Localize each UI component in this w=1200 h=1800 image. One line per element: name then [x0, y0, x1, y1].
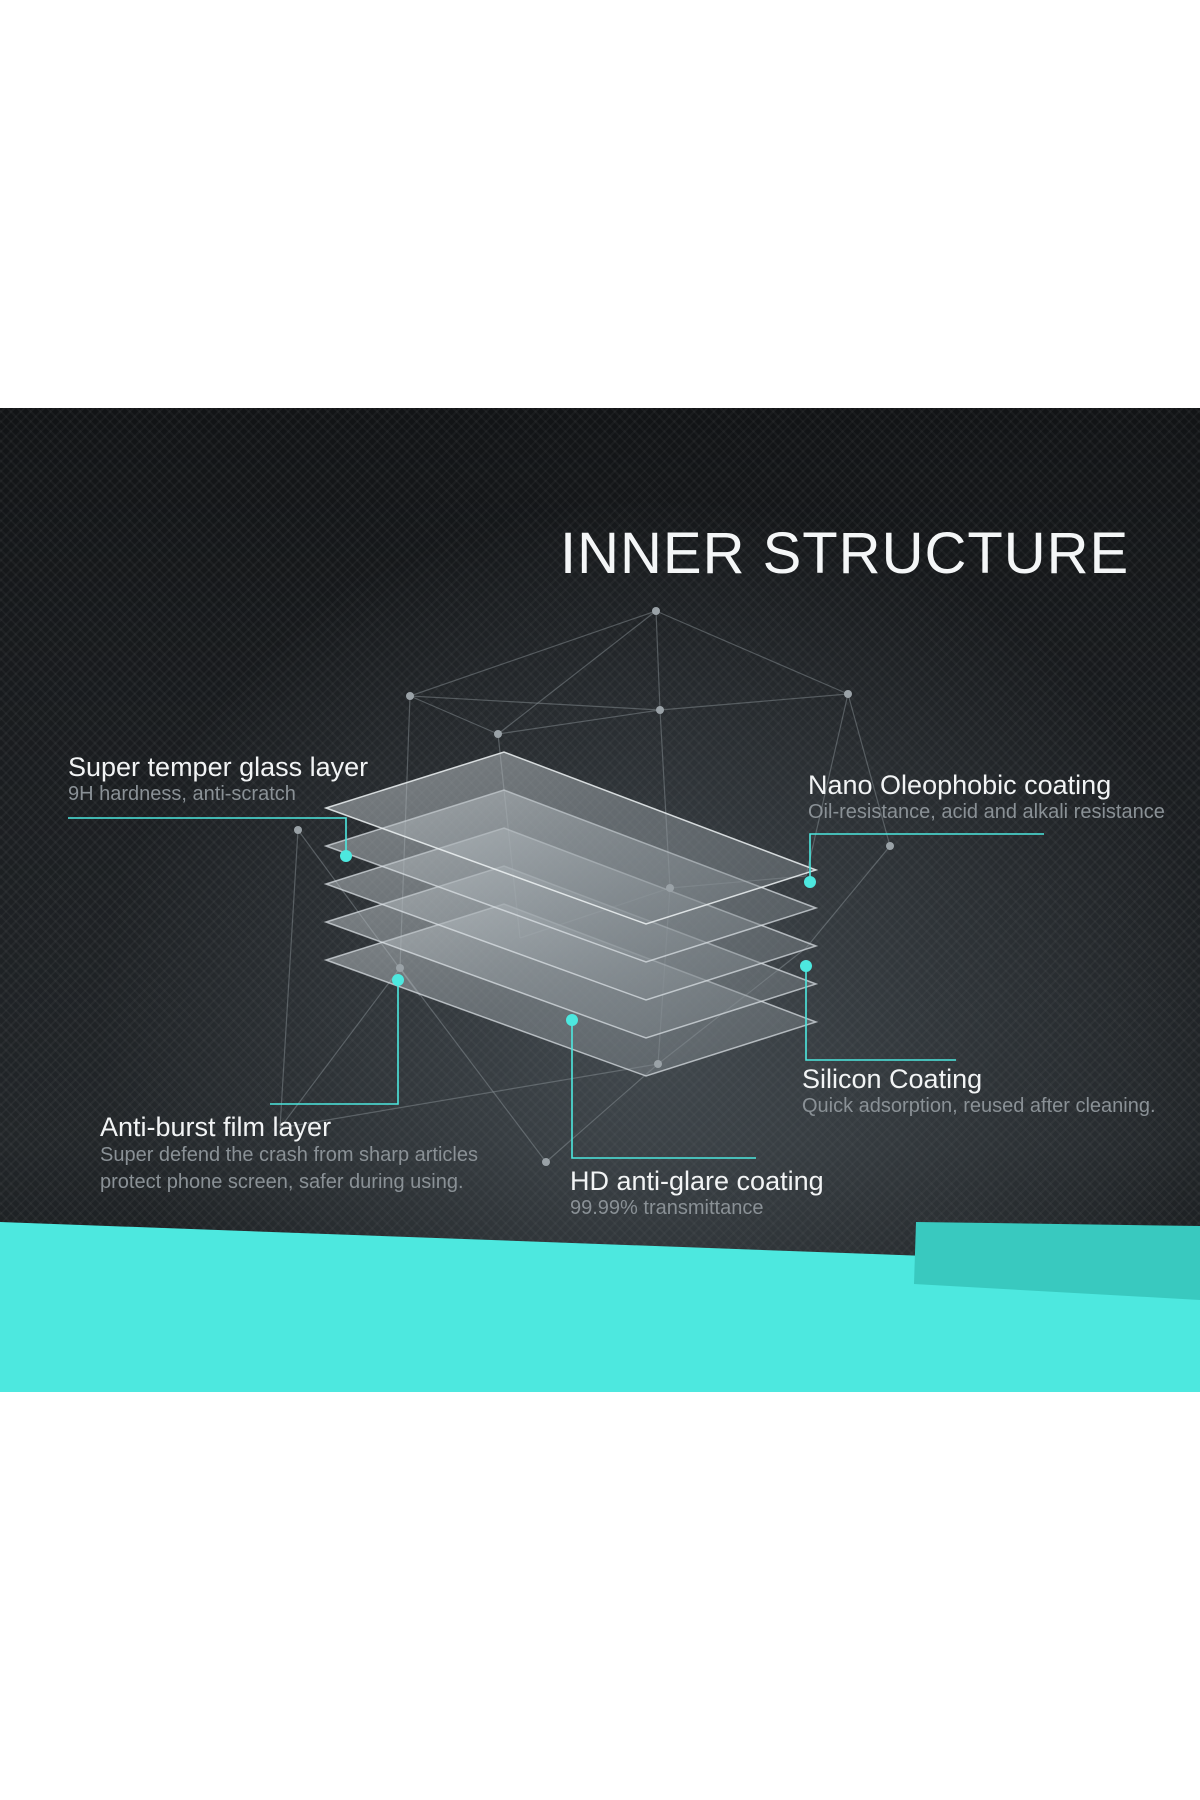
callout-detail-line-2: protect phone screen, safer during using… [100, 1171, 464, 1193]
marker-hd [566, 1014, 578, 1026]
teal-stripe-accent [914, 1222, 1200, 1300]
callout-detail: Oil-resistance, acid and alkali resistan… [808, 801, 1165, 823]
callout-anti-burst: Anti-burst film layer Super defend the c… [100, 1112, 478, 1196]
marker-silicon [800, 960, 812, 972]
glass-layer-1 [323, 751, 819, 925]
page-title: INNER STRUCTURE [560, 521, 1130, 586]
marker-oleophobic [804, 876, 816, 888]
callout-heading: Anti-burst film layer [100, 1112, 332, 1142]
callout-heading: Super temper glass layer [68, 752, 369, 782]
teal-stripe [0, 1222, 1200, 1392]
callout-silicon: Silicon Coating Quick adsorption, reused… [802, 1064, 1156, 1119]
callout-temper-glass: Super temper glass layer 9H hardness, an… [68, 752, 368, 807]
leader-oleophobic [809, 833, 1044, 882]
marker-temper [340, 850, 352, 862]
callout-detail: Quick adsorption, reused after cleaning. [802, 1095, 1156, 1117]
layer-diagram [0, 607, 1200, 1392]
callout-detail: 9H hardness, anti-scratch [68, 783, 296, 805]
callout-oleophobic: Nano Oleophobic coating Oil-resistance, … [808, 770, 1165, 825]
callout-heading: Silicon Coating [802, 1064, 983, 1094]
marker-burst [392, 974, 404, 986]
leader-burst [270, 980, 399, 1105]
callout-markers [340, 850, 816, 1026]
inner-structure-banner: INNER STRUCTURE Super temper glass layer… [0, 408, 1200, 1392]
callout-heading: Nano Oleophobic coating [808, 770, 1112, 800]
leader-temper [68, 817, 347, 856]
leader-hd [571, 1020, 756, 1159]
callout-leaders [68, 817, 1044, 1159]
glass-layers [323, 751, 819, 1077]
callout-heading: HD anti-glare coating [570, 1166, 824, 1196]
callout-detail: 99.99% transmittance [570, 1197, 764, 1219]
callout-hd-anti-glare: HD anti-glare coating 99.99% transmittan… [570, 1166, 824, 1221]
leader-silicon [805, 966, 956, 1061]
wireframe-nodes [294, 607, 894, 1166]
callout-detail-line-1: Super defend the crash from sharp articl… [100, 1144, 478, 1166]
